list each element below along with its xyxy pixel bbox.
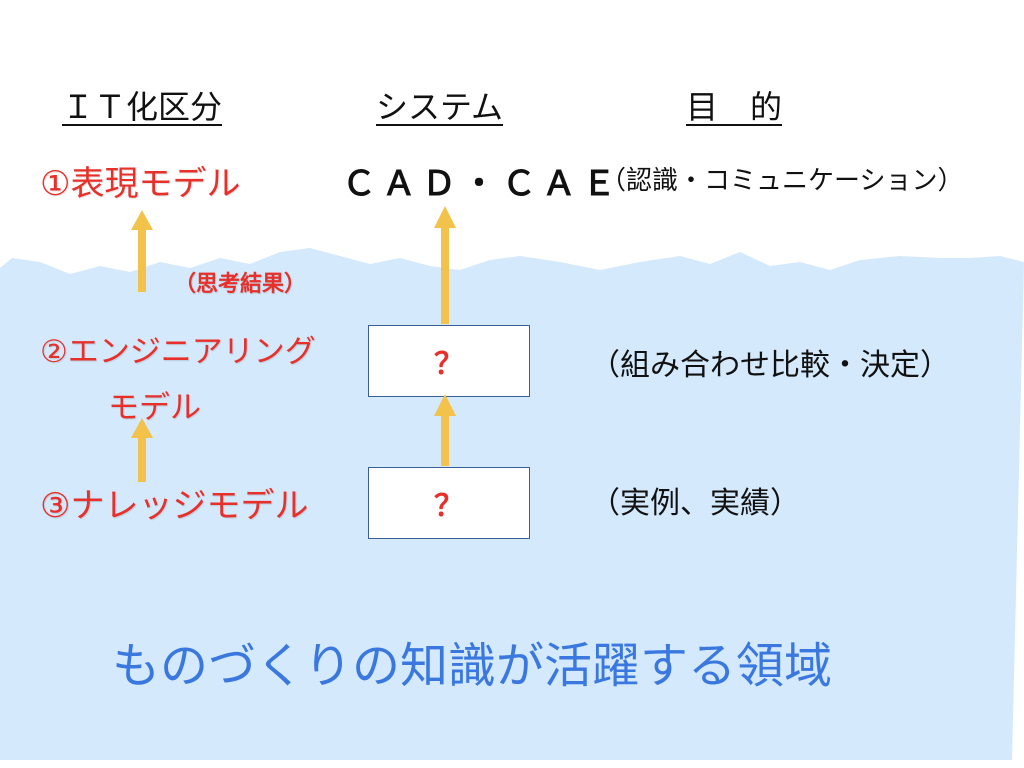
level-2-label-line1: ②エンジニアリング bbox=[40, 334, 316, 370]
footer-caption: ものづくりの知識が活躍する領域 bbox=[112, 638, 833, 694]
level-2-label-line2: モデル bbox=[108, 390, 201, 426]
arrow-level2-to-level1-category bbox=[131, 210, 153, 292]
thinking-result-note: （思考結果） bbox=[174, 272, 307, 297]
header-purpose: 目 的 bbox=[686, 88, 783, 126]
level-3-purpose: （実例、実績） bbox=[590, 486, 800, 521]
header-system: システム bbox=[376, 88, 504, 126]
level-2-system: ？ bbox=[434, 348, 464, 381]
level-1-system: ＣＡＤ・ＣＡＥ bbox=[342, 165, 622, 203]
level-1-purpose: （認識・コミュニケーション） bbox=[600, 166, 964, 196]
arrow-box3-to-box2 bbox=[434, 394, 456, 466]
level-3-system-box: ？ bbox=[368, 467, 530, 539]
level-1-label: ①表現モデル bbox=[40, 164, 241, 204]
arrow-box2-to-cad bbox=[434, 206, 456, 324]
arrow-level3-to-level2-category bbox=[131, 418, 153, 482]
level-2-system-box: ？ bbox=[368, 325, 530, 397]
level-3-system: ？ bbox=[434, 490, 464, 523]
header-category: ＩＴ化区分 bbox=[62, 88, 223, 126]
level-3-label: ③ナレッジモデル bbox=[40, 486, 309, 526]
level-2-purpose: （組み合わせ比較・決定） bbox=[590, 348, 950, 383]
